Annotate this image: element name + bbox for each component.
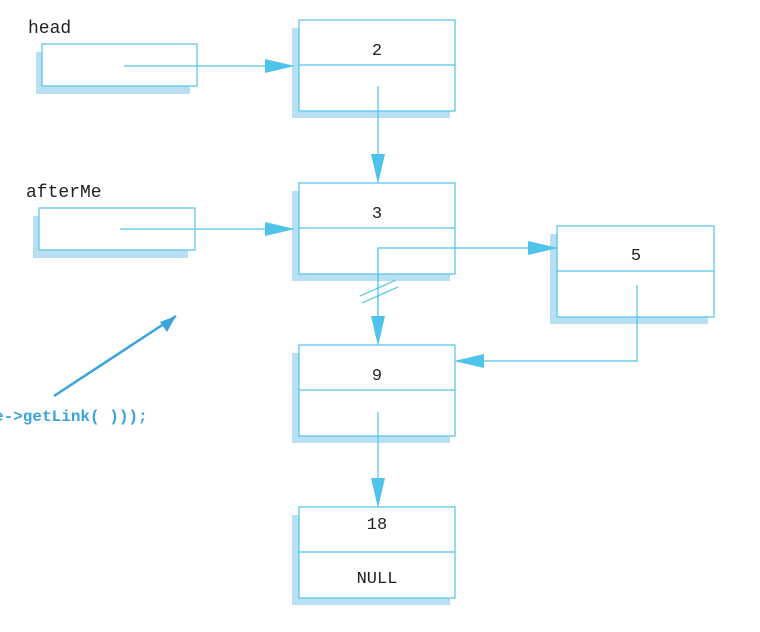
link-5-to-9-arrow [454, 285, 638, 368]
code-fragment: e->getLink( ))); [0, 408, 148, 426]
head-pointer-box [36, 43, 198, 94]
afterme-pointer-box [33, 207, 196, 258]
break-mark-2 [361, 286, 399, 304]
node-2-value: 2 [372, 42, 382, 61]
node-5: 5 [550, 225, 715, 324]
head-label: head [28, 19, 71, 39]
node-9-value: 9 [372, 367, 382, 386]
node-18: 18 NULL [292, 506, 456, 605]
afterme-label: afterMe [26, 183, 102, 203]
break-mark-1 [359, 279, 397, 297]
node-2: 2 [292, 19, 456, 118]
annotation-arrow [53, 314, 177, 398]
node-18-link: NULL [357, 570, 398, 589]
annotation-arrow-head [160, 316, 176, 332]
node-3-value: 3 [372, 205, 382, 224]
node-5-value: 5 [631, 247, 641, 266]
node-3: 3 [292, 182, 456, 281]
node-9: 9 [292, 344, 456, 443]
node-18-value: 18 [367, 516, 387, 535]
